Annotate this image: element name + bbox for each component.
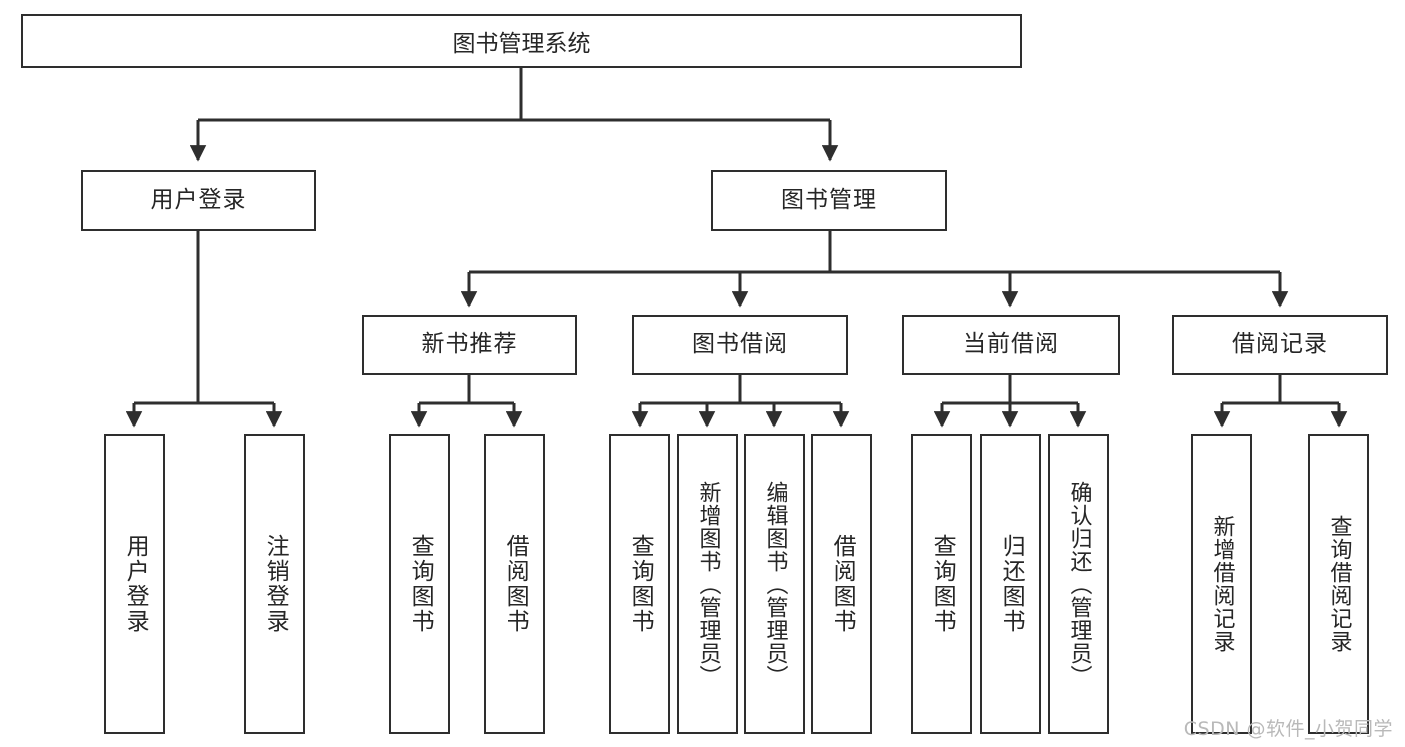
node-user-login[interactable]: 用户登录	[81, 170, 316, 231]
node-current-borrow-label: 当前借阅	[963, 331, 1059, 358]
leaf-query-book-borrow-label: 查询图书	[627, 534, 654, 634]
leaf-edit-book-admin[interactable]: 编辑图书（管理员）	[744, 434, 805, 734]
leaf-confirm-return-admin[interactable]: 确认归还（管理员）	[1048, 434, 1109, 734]
leaf-user-login[interactable]: 用户登录	[104, 434, 165, 734]
node-book-borrow-label: 图书借阅	[692, 331, 788, 358]
leaf-edit-book-admin-label: 编辑图书（管理员）	[762, 480, 788, 688]
node-book-borrow[interactable]: 图书借阅	[632, 315, 848, 375]
node-root-label: 图书管理系统	[452, 31, 591, 57]
watermark: CSDN @软件_小贺同学	[1183, 718, 1393, 740]
leaf-borrow-book-recommend[interactable]: 借阅图书	[484, 434, 545, 734]
leaf-confirm-return-admin-label: 确认归还（管理员）	[1066, 480, 1092, 688]
leaf-logout-label: 注销登录	[262, 534, 289, 634]
leaf-logout[interactable]: 注销登录	[244, 434, 305, 734]
leaf-return-book-label: 归还图书	[998, 534, 1025, 634]
node-new-book-recommend-label: 新书推荐	[421, 331, 518, 358]
leaf-borrow-book-label: 借阅图书	[829, 534, 856, 634]
leaf-query-borrow-record-label: 查询借阅记录	[1326, 515, 1352, 653]
leaf-return-book[interactable]: 归还图书	[980, 434, 1041, 734]
node-root-system[interactable]: 图书管理系统	[21, 14, 1022, 68]
node-borrow-record[interactable]: 借阅记录	[1172, 315, 1388, 375]
leaf-query-borrow-record[interactable]: 查询借阅记录	[1308, 434, 1369, 734]
leaf-query-book-recommend-label: 查询图书	[407, 534, 434, 634]
leaf-user-login-label: 用户登录	[122, 534, 149, 634]
leaf-borrow-book[interactable]: 借阅图书	[811, 434, 872, 734]
leaf-query-book-current-label: 查询图书	[929, 534, 956, 634]
leaf-add-borrow-record-label: 新增借阅记录	[1209, 515, 1235, 653]
leaf-add-book-admin[interactable]: 新增图书（管理员）	[677, 434, 738, 734]
node-user-login-label: 用户登录	[150, 186, 247, 213]
leaf-borrow-book-recommend-label: 借阅图书	[502, 534, 529, 634]
leaf-add-book-admin-label: 新增图书（管理员）	[695, 480, 721, 688]
node-book-management[interactable]: 图书管理	[711, 170, 947, 231]
node-current-borrow[interactable]: 当前借阅	[902, 315, 1120, 375]
node-borrow-record-label: 借阅记录	[1232, 331, 1328, 358]
node-new-book-recommend[interactable]: 新书推荐	[362, 315, 577, 375]
leaf-query-book-current[interactable]: 查询图书	[911, 434, 972, 734]
node-book-management-label: 图书管理	[781, 186, 877, 213]
leaf-query-book-borrow[interactable]: 查询图书	[609, 434, 670, 734]
leaf-add-borrow-record[interactable]: 新增借阅记录	[1191, 434, 1252, 734]
leaf-query-book-recommend[interactable]: 查询图书	[389, 434, 450, 734]
